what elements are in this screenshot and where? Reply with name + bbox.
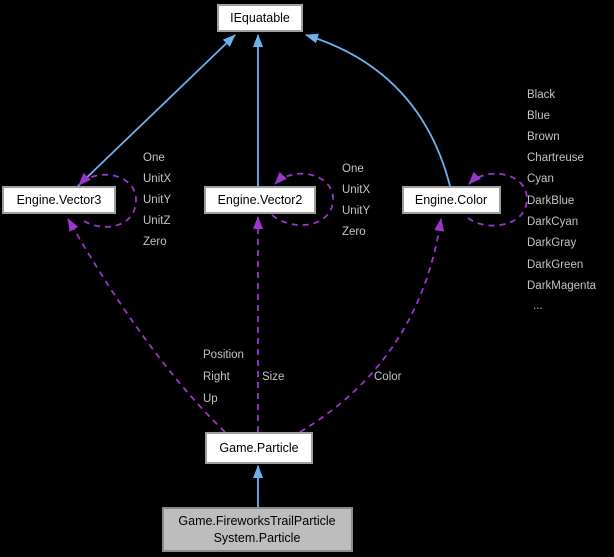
color-member-label: DarkGray <box>527 237 576 249</box>
edge-label-right: Right <box>203 371 231 383</box>
color-member-label: DarkGreen <box>527 259 583 271</box>
self-loop-vector2 <box>271 171 334 226</box>
node-color-box[interactable] <box>402 186 501 214</box>
edge-label-position: Position <box>203 349 244 361</box>
node-game-particle[interactable]: Game.Particle <box>205 432 313 464</box>
node-fireworks-label-line1: Game.FireworksTrailParticle <box>178 514 335 528</box>
vector3-member-label: UnitX <box>143 173 171 185</box>
node-engine-color[interactable]: Engine.Color <box>402 186 501 214</box>
node-color-label: Engine.Color <box>415 193 487 207</box>
edge-label-size: Size <box>262 371 284 383</box>
vector2-member-label: UnitY <box>342 205 370 217</box>
color-member-label: Cyan <box>527 173 554 185</box>
edge-particle-to-color <box>299 218 445 433</box>
vector3-member-label: Zero <box>143 236 167 248</box>
node-iequatable-box[interactable] <box>217 4 303 32</box>
self-loop-color <box>467 171 528 227</box>
vector3-member-label: UnitZ <box>143 215 170 227</box>
node-engine-vector3[interactable]: Engine.Vector3 <box>2 186 116 214</box>
color-member-label: DarkBlue <box>527 195 574 207</box>
vector2-member-label: UnitX <box>342 184 370 196</box>
vector2-member-label: Zero <box>342 226 366 238</box>
color-member-label: Black <box>527 89 555 101</box>
edge-vector3-to-iequatable <box>77 34 236 187</box>
vector2-member-labels: One UnitX UnitY Zero <box>342 163 370 238</box>
node-fireworks-trail-particle: Game.FireworksTrailParticle System.Parti… <box>162 507 353 552</box>
edge-label-up: Up <box>203 393 218 405</box>
color-member-label: DarkCyan <box>527 216 578 228</box>
node-particle-label: Game.Particle <box>219 441 298 455</box>
color-member-label: DarkMagenta <box>527 280 597 292</box>
self-loop-vector3 <box>78 172 137 228</box>
node-iequatable-label: IEquatable <box>230 11 290 25</box>
color-member-label: Chartreuse <box>527 152 584 164</box>
edges <box>67 33 528 507</box>
edge-color-to-iequatable <box>305 33 451 187</box>
vector2-member-label: One <box>342 163 364 175</box>
node-fireworks-box <box>162 507 353 552</box>
node-vector2-label: Engine.Vector2 <box>218 193 303 207</box>
vector3-member-labels: One UnitX UnitY UnitZ Zero <box>143 152 171 248</box>
node-vector2-box[interactable] <box>204 186 316 214</box>
color-member-label: Brown <box>527 131 560 143</box>
edge-label-color: Color <box>374 371 402 383</box>
node-engine-vector2[interactable]: Engine.Vector2 <box>204 186 316 214</box>
color-member-labels: Black Blue Brown Chartreuse Cyan DarkBlu… <box>527 89 597 312</box>
color-member-label: Blue <box>527 110 550 122</box>
node-fireworks-label-line2: System.Particle <box>214 531 301 545</box>
node-iequatable[interactable]: IEquatable <box>217 4 303 32</box>
node-vector3-label: Engine.Vector3 <box>17 193 102 207</box>
node-vector3-box[interactable] <box>2 186 116 214</box>
edge-particle-to-vector3 <box>67 218 226 433</box>
vector3-member-label: UnitY <box>143 194 171 206</box>
node-particle-box[interactable] <box>205 432 313 464</box>
vector3-member-label: One <box>143 152 165 164</box>
color-member-ellipsis: ... <box>533 300 543 312</box>
edge-label-group: Position Right Up Size Color <box>203 349 402 405</box>
